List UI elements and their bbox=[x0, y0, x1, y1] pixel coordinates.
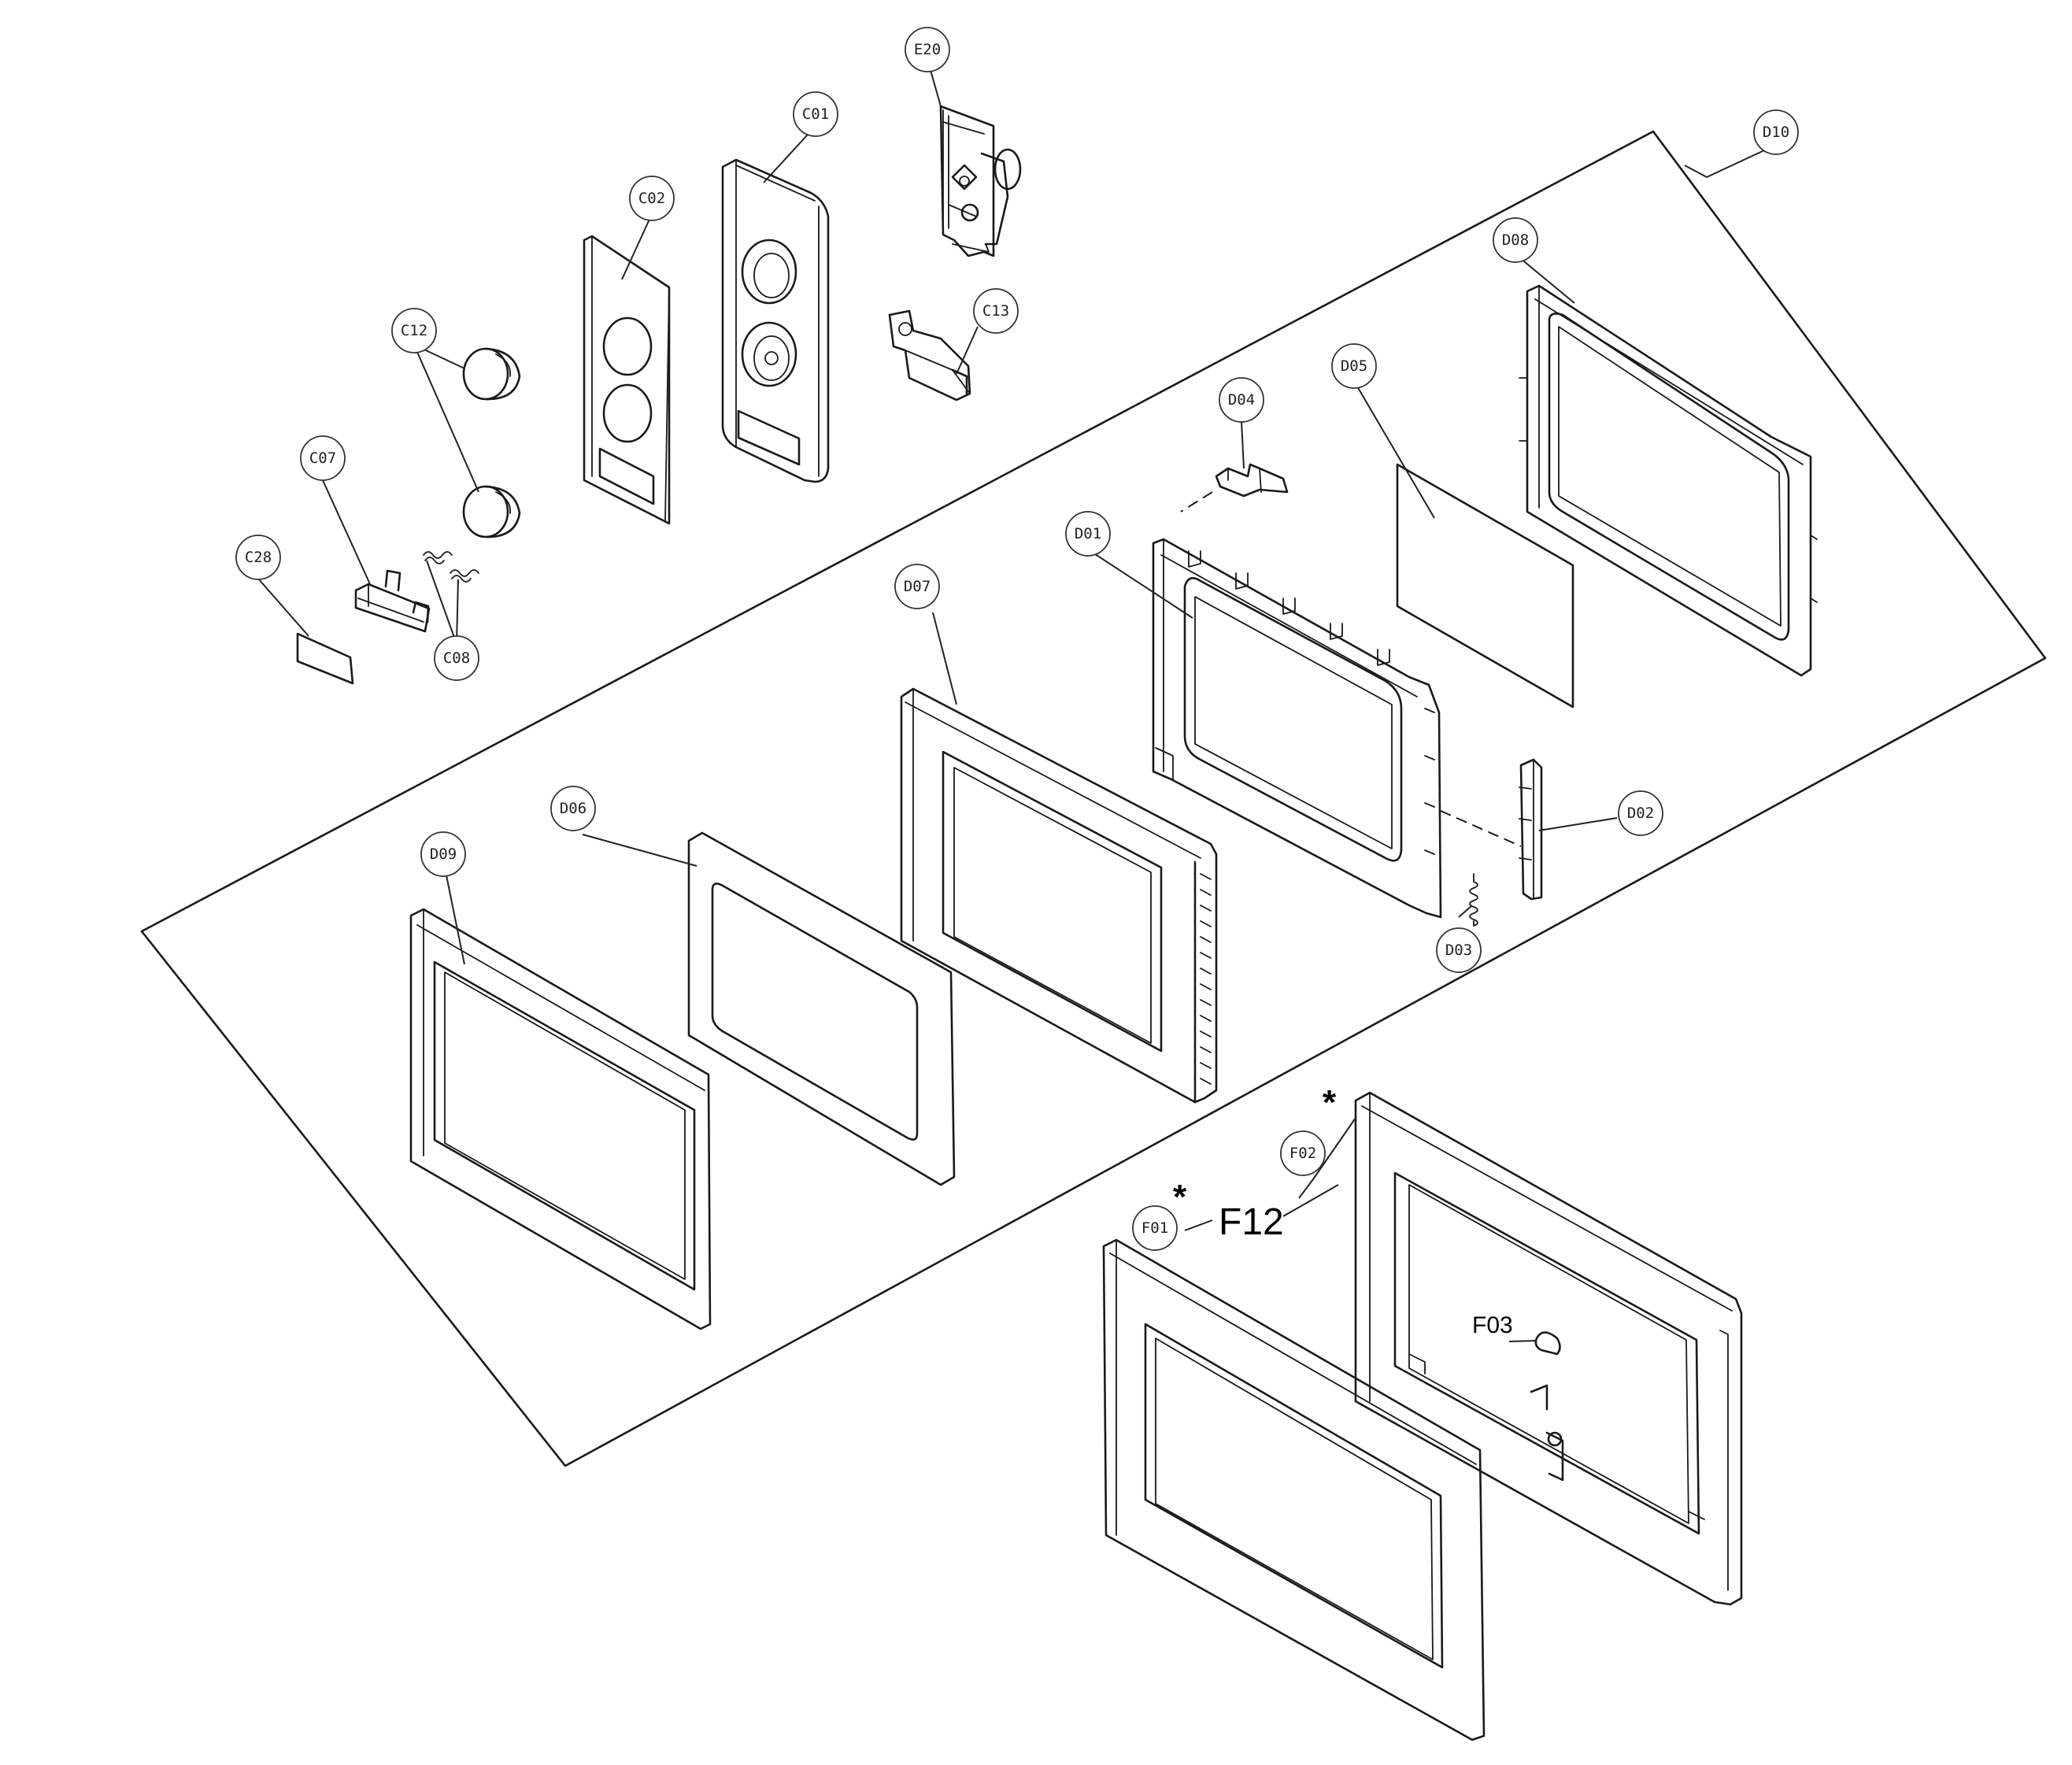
callout-text: C07 bbox=[309, 450, 336, 467]
callout-circle bbox=[1753, 109, 1799, 155]
callout-c01: C01 bbox=[793, 91, 838, 137]
part-d05-window-film bbox=[1396, 463, 1574, 709]
callout-circle bbox=[434, 635, 479, 681]
f01-asterisk: * bbox=[1173, 1178, 1187, 1216]
callout-text: F02 bbox=[1289, 1145, 1316, 1162]
callout-text: C28 bbox=[245, 549, 272, 566]
callout-e20: E20 bbox=[905, 27, 950, 72]
callout-d10: D10 bbox=[1753, 109, 1799, 155]
callout-text: C08 bbox=[443, 649, 470, 667]
callout-d09: D09 bbox=[420, 831, 466, 877]
part-c13-switch bbox=[888, 309, 971, 401]
callout-text: F01 bbox=[1141, 1219, 1168, 1237]
callout-text: E20 bbox=[914, 41, 941, 58]
callout-circle bbox=[629, 176, 675, 221]
callout-text: D06 bbox=[560, 800, 586, 817]
callout-text: D04 bbox=[1228, 391, 1255, 409]
leader-lines bbox=[257, 58, 1777, 1342]
part-d01-door-chassis bbox=[1152, 538, 1442, 919]
callout-c07: C07 bbox=[300, 435, 346, 481]
callout-text: D03 bbox=[1445, 942, 1472, 959]
callout-d05: D05 bbox=[1331, 343, 1377, 389]
part-c28-label bbox=[296, 632, 354, 685]
callout-text: D10 bbox=[1763, 124, 1789, 141]
part-e20-timer bbox=[939, 105, 1022, 257]
part-f01-trim-panel bbox=[1102, 1238, 1486, 1741]
callout-circle bbox=[1219, 377, 1264, 423]
callout-text: C12 bbox=[401, 322, 427, 339]
part-d08-rear-frame bbox=[1519, 284, 1818, 677]
callout-text: D07 bbox=[904, 578, 931, 595]
callout-c13: C13 bbox=[973, 288, 1019, 334]
callout-circle bbox=[1493, 217, 1538, 263]
part-d03-spring bbox=[1469, 873, 1478, 927]
part-c12-knobs bbox=[462, 347, 521, 538]
callout-text: D02 bbox=[1627, 805, 1654, 822]
callout-d04: D04 bbox=[1219, 377, 1264, 423]
callout-c02: C02 bbox=[629, 176, 675, 221]
callout-c08: C08 bbox=[434, 635, 479, 681]
callout-circle bbox=[420, 831, 466, 877]
part-c08-springs bbox=[423, 551, 479, 583]
callout-circle bbox=[793, 91, 838, 137]
callout-text: C01 bbox=[802, 105, 829, 123]
part-d09-outer-frame bbox=[409, 908, 712, 1330]
part-d04-latch bbox=[1180, 463, 1289, 512]
callout-circle bbox=[1436, 927, 1482, 973]
part-d06-choke-window bbox=[687, 831, 956, 1186]
callout-text: D08 bbox=[1502, 231, 1529, 249]
callout-circle bbox=[1618, 790, 1663, 836]
callout-circle bbox=[905, 27, 950, 72]
part-c02-panel-overlay bbox=[583, 235, 671, 525]
callout-circle bbox=[1331, 343, 1377, 389]
callout-circle bbox=[973, 288, 1019, 334]
d07-vent-slots bbox=[1200, 873, 1212, 1085]
callout-text: C02 bbox=[638, 190, 665, 207]
callout-text: D01 bbox=[1075, 525, 1101, 542]
callout-circle bbox=[235, 535, 281, 580]
callout-f01: F01 bbox=[1132, 1205, 1178, 1251]
callout-d07: D07 bbox=[894, 564, 940, 609]
callout-circle bbox=[1280, 1130, 1326, 1176]
f02-asterisk: * bbox=[1323, 1083, 1337, 1122]
f12-label: F12 bbox=[1219, 1201, 1284, 1243]
part-c01-control-panel bbox=[721, 158, 830, 483]
callout-f02: F02 bbox=[1280, 1130, 1326, 1176]
callout-circle bbox=[1132, 1205, 1178, 1251]
callout-bubbles: E20C01D10C02D08C12C13D05D04C07D01C28C08D… bbox=[235, 27, 1799, 1251]
callout-d08: D08 bbox=[1493, 217, 1538, 263]
part-c07-button bbox=[354, 569, 431, 633]
assembly-boundary-outline bbox=[140, 130, 2047, 1467]
callout-d02: D02 bbox=[1618, 790, 1663, 836]
callout-text: D09 bbox=[430, 845, 457, 863]
part-d07-door-front bbox=[900, 687, 1218, 1104]
callout-d01: D01 bbox=[1065, 511, 1111, 557]
part-f02-trim-frame bbox=[1354, 1091, 1743, 1606]
callout-circle bbox=[1065, 511, 1111, 557]
f03-label: F03 bbox=[1472, 1312, 1513, 1338]
part-d02-hinge bbox=[1440, 758, 1543, 901]
callout-circle bbox=[894, 564, 940, 609]
callout-text: D05 bbox=[1341, 357, 1367, 375]
callout-circle bbox=[300, 435, 346, 481]
callout-d06: D06 bbox=[550, 786, 596, 831]
callout-d03: D03 bbox=[1436, 927, 1482, 973]
callout-circle bbox=[391, 308, 437, 353]
callout-c28: C28 bbox=[235, 535, 281, 580]
callout-c12: C12 bbox=[391, 308, 437, 353]
callout-circle bbox=[550, 786, 596, 831]
callout-text: C13 bbox=[982, 302, 1009, 320]
